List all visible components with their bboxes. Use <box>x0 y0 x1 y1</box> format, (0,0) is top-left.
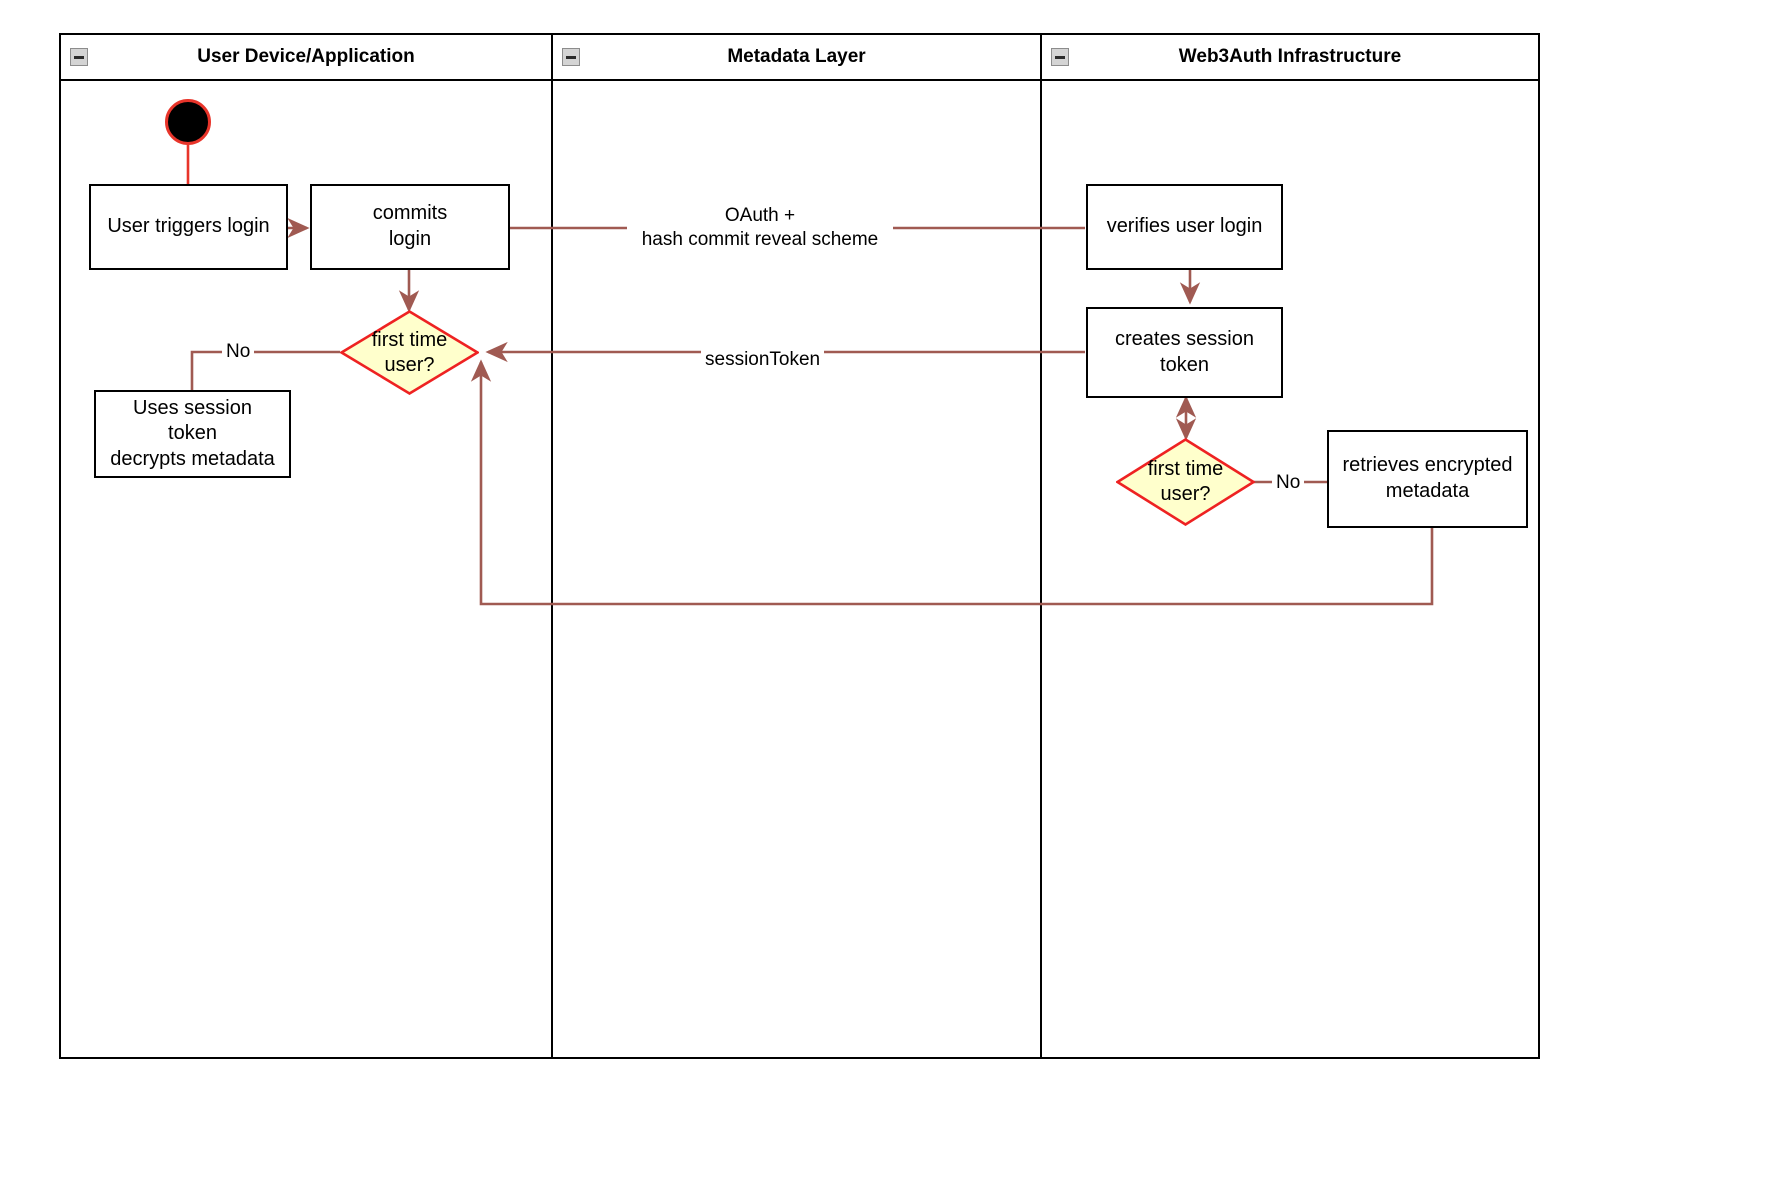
swimlane-web3auth-infrastructure[interactable]: Web3Auth Infrastructure <box>1042 35 1538 1057</box>
swimlane-metadata-layer[interactable]: Metadata Layer <box>553 35 1042 1057</box>
collapse-minus-icon[interactable] <box>1051 48 1069 66</box>
collapse-minus-icon[interactable] <box>562 48 580 66</box>
edge-label-no-right: No <box>1272 471 1305 495</box>
node-label-line1: Uses session <box>133 396 252 419</box>
swimlane-header-user-device[interactable]: User Device/Application <box>61 35 551 81</box>
node-creates-session-token[interactable]: creates session token <box>1086 307 1283 398</box>
swimlane-title-user-device: User Device/Application <box>197 46 415 67</box>
swimlane-title-web3auth-infrastructure: Web3Auth Infrastructure <box>1178 46 1402 67</box>
node-label-line2: login <box>388 228 432 250</box>
swimlane-header-metadata-layer[interactable]: Metadata Layer <box>553 35 1040 81</box>
node-label-line1: commits <box>372 202 448 225</box>
node-uses-session-token-decrypts-metadata[interactable]: Uses session token decrypts metadata <box>94 390 291 478</box>
node-label-line2: token <box>1160 353 1209 376</box>
node-label: User triggers login <box>107 215 270 238</box>
edge-label-oauth-line1: OAuth + <box>724 205 796 226</box>
edge-label-no-left: No <box>222 340 255 364</box>
swimlane-title-metadata-layer: Metadata Layer <box>727 46 866 67</box>
edge-label-oauth: OAuth + hash commit reveal scheme <box>627 204 893 252</box>
node-verifies-user-login[interactable]: verifies user login <box>1086 184 1283 270</box>
node-decision-first-time-user-left[interactable]: first time user? <box>340 310 479 395</box>
edge-label-session-token: sessionToken <box>701 348 825 372</box>
swimlane-header-web3auth-infrastructure[interactable]: Web3Auth Infrastructure <box>1042 35 1538 81</box>
node-decision-first-time-user-right[interactable]: first time user? <box>1116 438 1255 526</box>
node-label-line2: metadata <box>1385 480 1470 502</box>
node-user-triggers-login[interactable]: User triggers login <box>89 184 288 270</box>
node-label-line1: creates session <box>1115 327 1254 350</box>
node-label: verifies user login <box>1106 215 1263 238</box>
node-label-line1: retrieves encrypted <box>1342 454 1513 477</box>
initial-node[interactable] <box>165 99 211 145</box>
node-label-line2: token <box>168 422 217 445</box>
edge-label-oauth-line2: hash commit reveal scheme <box>641 228 879 250</box>
collapse-minus-icon[interactable] <box>70 48 88 66</box>
node-label-line3: decrypts metadata <box>110 447 275 470</box>
node-commits-login[interactable]: commits login <box>310 184 510 270</box>
node-retrieves-encrypted-metadata[interactable]: retrieves encrypted metadata <box>1327 430 1528 528</box>
